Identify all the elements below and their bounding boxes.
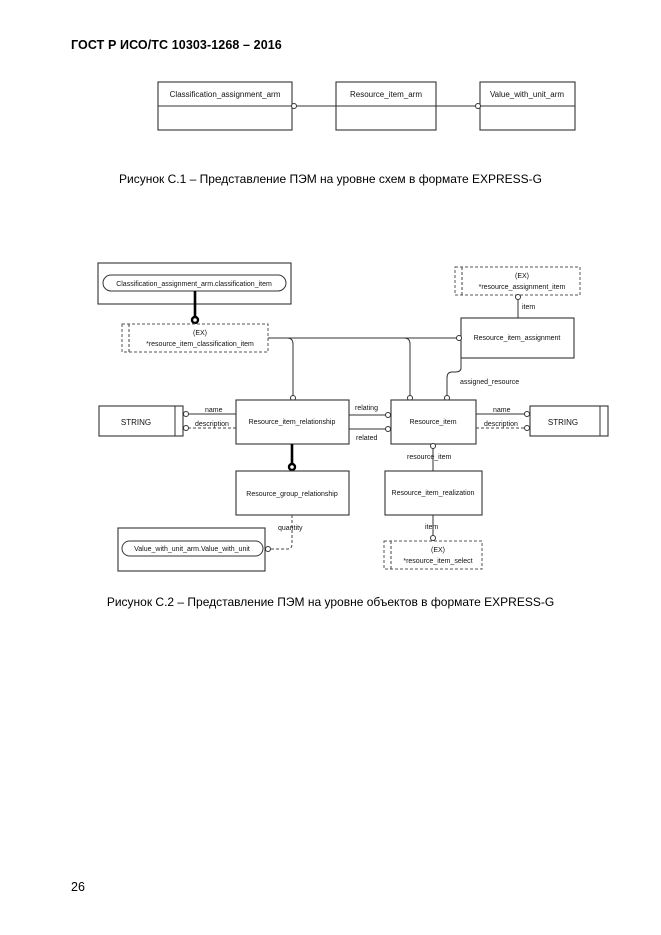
attr-assigned-resource: assigned_resource xyxy=(460,379,519,386)
svg-text:Resource_item: Resource_item xyxy=(409,419,456,426)
type-string-right: STRING xyxy=(529,405,609,437)
attr-resource-item: resource_item xyxy=(407,454,452,461)
svg-text:STRING: STRING xyxy=(548,418,578,427)
entity-resource-item: Resource_item xyxy=(390,399,477,445)
attr-item-realization: item xyxy=(425,524,438,531)
ref-label: Classification_assignment_arm.classifica… xyxy=(116,281,272,288)
select-resource-item-select: (EX) *resource_item_select xyxy=(383,540,483,570)
select-resource-item-classification-item: (EX) *resource_item_classification_item xyxy=(121,323,269,353)
ref-value-with-unit: Value_with_unit_arm.Value_with_unit xyxy=(117,527,266,572)
attr-description-left: description xyxy=(195,421,229,428)
thick-link-circle xyxy=(190,315,200,325)
schema-classification-assignment-arm: Classification_assignment_arm xyxy=(157,81,293,131)
svg-text:(EX): (EX) xyxy=(431,547,445,554)
schema-label: Classification_assignment_arm xyxy=(170,90,281,99)
entity-resource-item-assignment: Resource_item_assignment xyxy=(460,317,575,359)
svg-text:*resource_item_classification_: *resource_item_classification_item xyxy=(146,341,254,348)
svg-text:Value_with_unit_arm.Value_with: Value_with_unit_arm.Value_with_unit xyxy=(134,546,250,553)
svg-text:Resource_group_relationship: Resource_group_relationship xyxy=(246,491,338,498)
schema-label: Value_with_unit_arm xyxy=(490,90,564,99)
page-number: 26 xyxy=(71,880,85,894)
attr-quantity: quantity xyxy=(278,525,303,532)
select-resource-assignment-item: (EX) *resource_assignment_item xyxy=(454,266,581,296)
svg-text:*resource_item_select: *resource_item_select xyxy=(403,558,472,565)
attr-description-right: description xyxy=(484,421,518,428)
entity-resource-group-relationship: Resource_group_relationship xyxy=(235,470,350,516)
figure-c1-caption: Рисунок С.1 – Представление ПЭМ на уровн… xyxy=(118,172,542,186)
attr-name-right: name xyxy=(493,407,511,414)
entity-resource-item-relationship: Resource_item_relationship xyxy=(235,399,350,445)
svg-text:*resource_assignment_item: *resource_assignment_item xyxy=(479,284,566,291)
svg-text:STRING: STRING xyxy=(121,418,151,427)
attr-item: item xyxy=(522,304,535,311)
schema-resource-item-arm: Resource_item_arm xyxy=(335,81,437,131)
svg-text:Resource_item_realization: Resource_item_realization xyxy=(392,490,475,497)
schema-link-circle xyxy=(291,103,297,109)
attr-related: related xyxy=(356,435,378,442)
svg-text:(EX): (EX) xyxy=(193,330,207,337)
figure-c2-caption: Рисунок С.2 – Представление ПЭМ на уровн… xyxy=(106,595,555,609)
schema-link-circle xyxy=(475,103,481,109)
attr-relating: relating xyxy=(355,405,378,412)
figure-c2-diagram: Classification_assignment_arm.classifica… xyxy=(97,262,609,572)
svg-text:Resource_item_assignment: Resource_item_assignment xyxy=(474,335,561,342)
schema-value-with-unit-arm: Value_with_unit_arm xyxy=(479,81,576,131)
attr-name-left: name xyxy=(205,407,223,414)
document-header: ГОСТ Р ИСО/ТС 10303-1268 – 2016 xyxy=(71,38,282,52)
schema-label: Resource_item_arm xyxy=(350,90,422,99)
svg-text:Resource_item_relationship: Resource_item_relationship xyxy=(249,419,336,426)
type-string-left: STRING xyxy=(98,405,184,437)
svg-text:(EX): (EX) xyxy=(515,273,529,280)
entity-resource-item-realization: Resource_item_realization xyxy=(384,470,483,516)
